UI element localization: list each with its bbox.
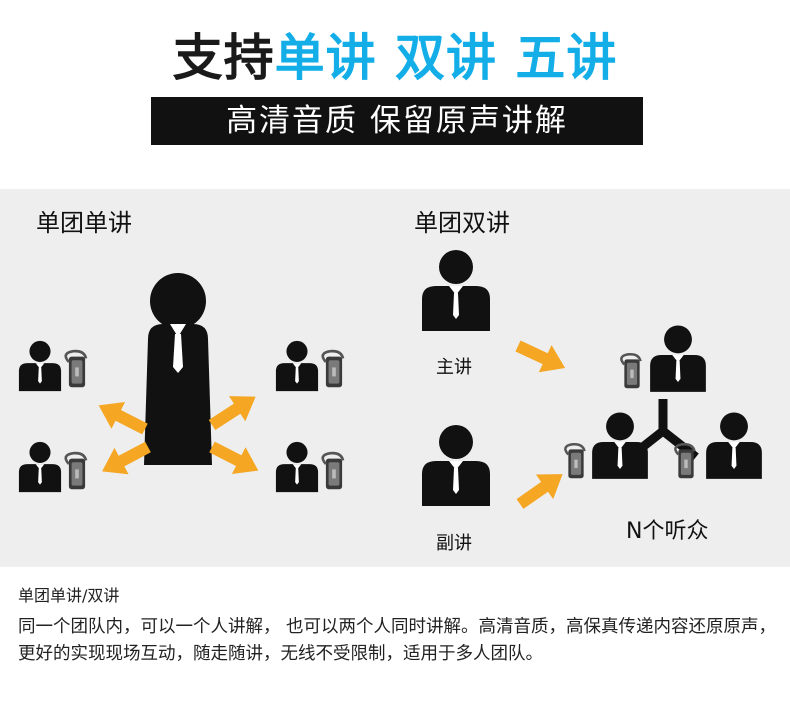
earpiece-icon	[620, 352, 642, 390]
listeners-label: N个听众	[626, 519, 709, 544]
main-speaker-figure	[144, 273, 212, 465]
single-speaker-title: 单团单讲	[36, 209, 132, 237]
diagram-panel: 单团单讲 单团双讲 主讲 副讲 N个听众	[0, 189, 790, 567]
headline: 支持单讲 双讲 五讲	[0, 28, 790, 88]
earpiece-icon	[64, 451, 88, 491]
caption-body: 同一个团队内，可以一个人讲解， 也可以两个人同时讲解。高清音质，高保真传递内容还…	[18, 617, 777, 664]
earpiece-icon	[564, 442, 586, 480]
double-speaker-title: 单团双讲	[414, 209, 510, 237]
person-icon	[18, 340, 62, 392]
earpiece-icon	[64, 349, 88, 389]
arrow-icon	[205, 433, 266, 484]
arrow-icon	[203, 384, 264, 438]
caption-title: 单团单讲/双讲	[18, 586, 120, 605]
diagram-canvas	[18, 250, 762, 517]
co-speaker-label: 副讲	[436, 533, 472, 554]
arrow-icon	[511, 332, 572, 382]
headline-highlight: 单讲 双讲 五讲	[274, 29, 618, 87]
person-icon	[422, 425, 490, 506]
person-icon	[592, 412, 648, 479]
person-icon	[650, 325, 706, 392]
person-icon	[422, 250, 490, 331]
subtitle-bar: 高清音质 保留原声讲解	[151, 97, 643, 145]
earpiece-icon	[321, 451, 345, 491]
main-speaker-label: 主讲	[436, 357, 472, 378]
arrow-icon	[511, 461, 572, 517]
arrow-icon	[91, 392, 152, 443]
person-icon	[275, 340, 319, 392]
person-icon	[18, 441, 62, 493]
person-icon	[706, 412, 762, 479]
person-icon	[275, 441, 319, 493]
headline-prefix: 支持	[172, 29, 275, 87]
earpiece-icon	[321, 349, 345, 389]
